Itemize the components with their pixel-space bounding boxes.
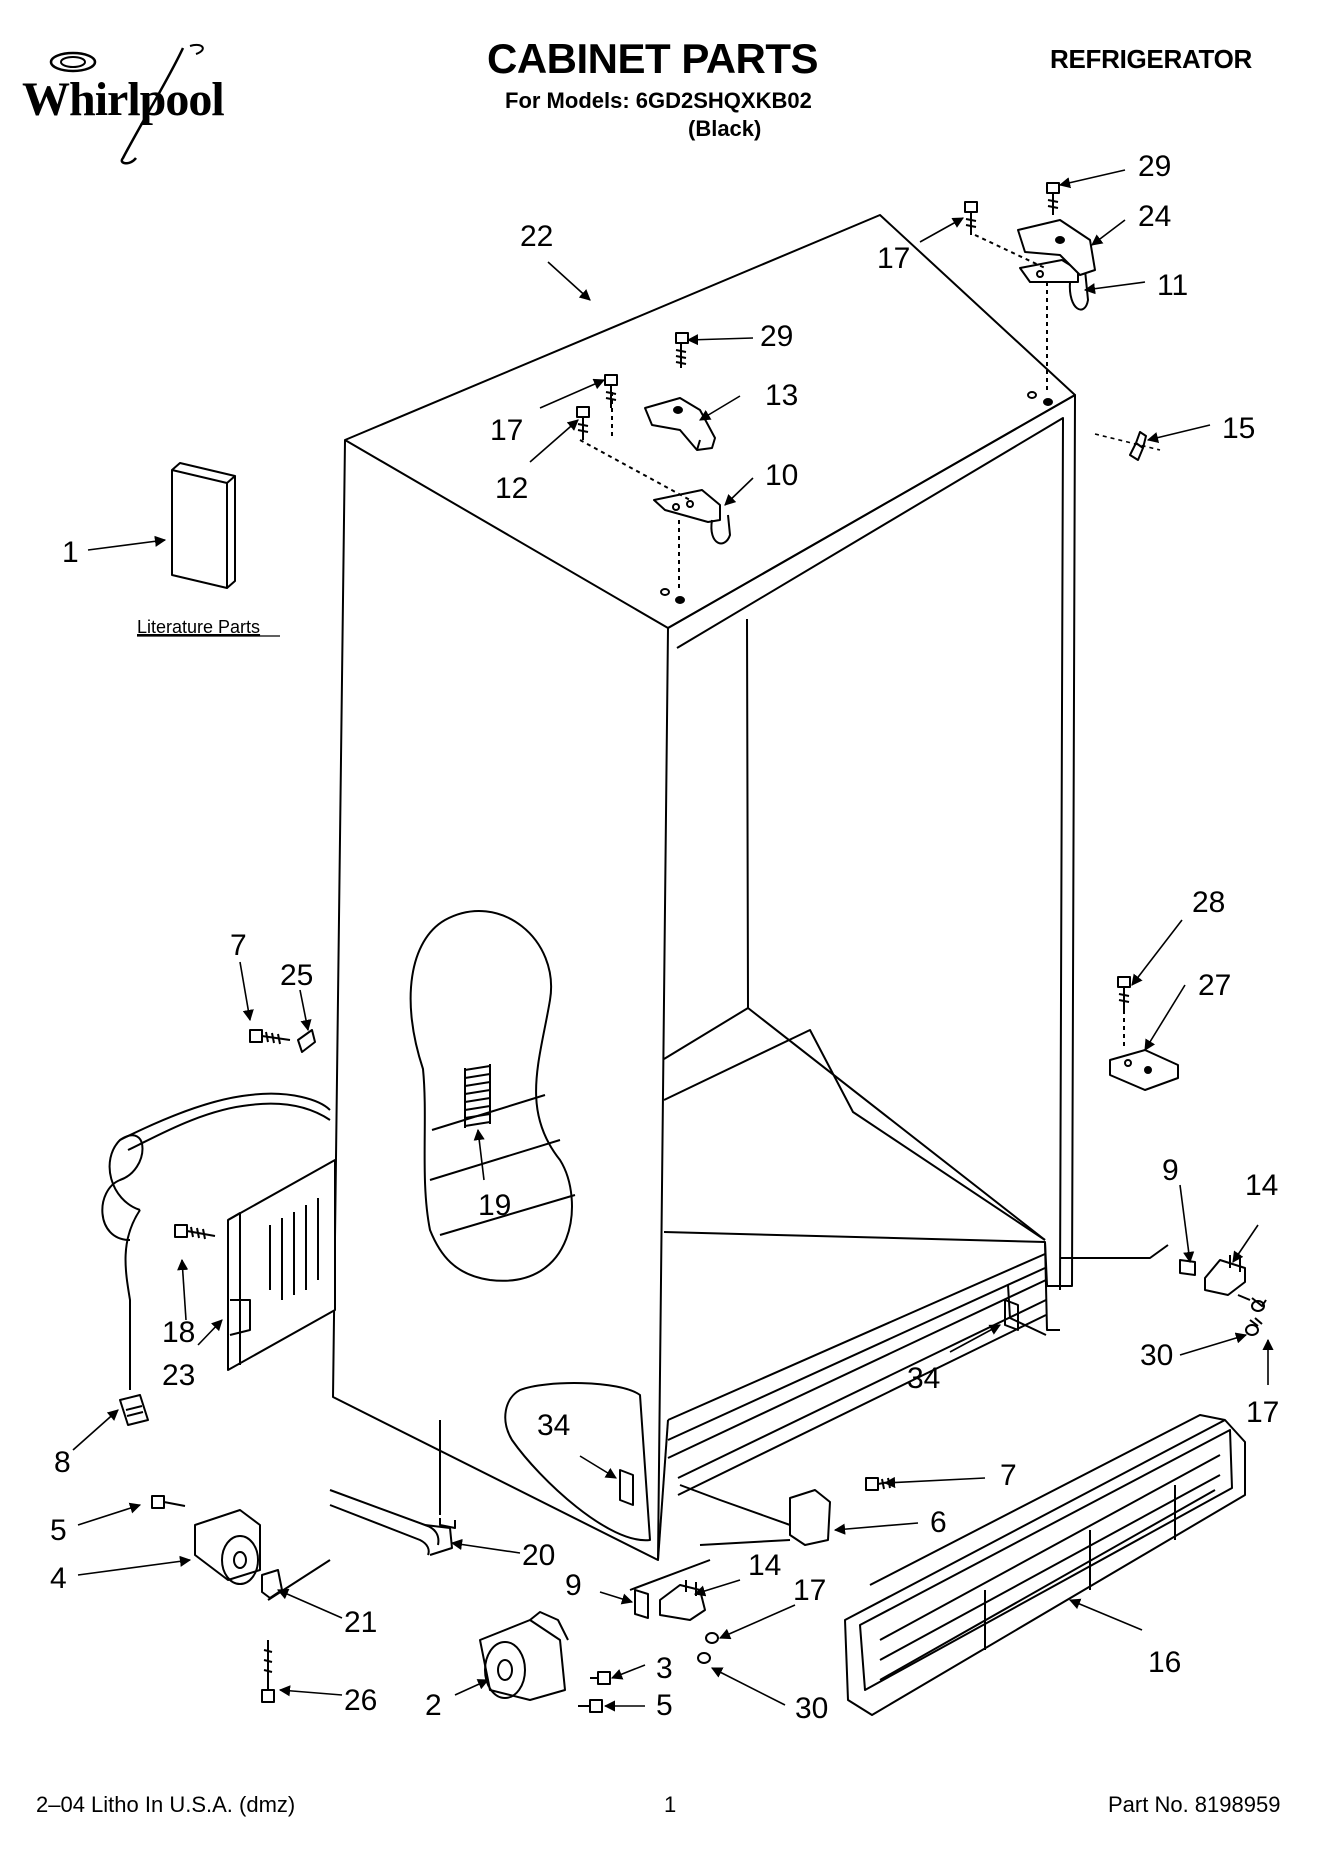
screw-28 [1117,976,1131,1050]
screw-18 [174,1224,216,1240]
footer-print-info: 2–04 Litho In U.S.A. (dmz) [36,1792,296,1817]
callout-5: 5 [656,1689,673,1722]
callout-9: 9 [565,1569,582,1602]
screw-3 [590,1671,611,1685]
callout-18: 18 [162,1316,195,1349]
bracket-27 [1109,1049,1179,1091]
callout-21: 21 [344,1606,377,1639]
callout-17: 17 [877,242,910,275]
callout-17: 17 [1246,1396,1279,1429]
screw-top-17a [604,374,618,408]
base-grille [844,1414,1246,1716]
footer-part-number: Part No. 8198959 [1108,1792,1281,1817]
hinge-top-right [974,234,1089,390]
hinge-cover-top-right [1017,219,1096,276]
power-cord [101,1092,331,1426]
screw-5b [578,1699,603,1713]
callout-11: 11 [1157,269,1188,302]
callout-15: 15 [1222,412,1255,445]
hinge-bottom-center [629,1559,719,1664]
callout-9: 9 [1162,1154,1179,1187]
callout-25: 25 [280,959,313,992]
hinge-bottom-right [1060,1244,1267,1336]
callout-3: 3 [656,1652,673,1685]
literature-booklet-icon [171,462,236,589]
callout-23: 23 [162,1359,195,1392]
callout-34: 34 [907,1362,940,1395]
clip-6 [679,1484,831,1546]
callout-6: 6 [930,1506,947,1539]
roller-assembly-left [151,1495,261,1585]
screw-top-12 [576,406,590,440]
callout-20: 20 [522,1539,555,1572]
page-title: CABINET PARTS [487,35,819,82]
callout-10: 10 [765,459,798,492]
callout-7: 7 [1000,1459,1017,1492]
screw-top-29b [1046,182,1060,215]
electrical-box [227,1159,336,1371]
callout-29: 29 [1138,150,1171,183]
coil-19 [464,1064,491,1128]
clip-21 [261,1559,331,1601]
callout-14: 14 [1245,1169,1278,1202]
callout-28: 28 [1192,886,1225,919]
callout-34: 34 [537,1409,570,1442]
category-label: REFRIGERATOR [1050,44,1253,74]
callout-22: 22 [520,220,553,253]
bracket-25 [297,1029,316,1053]
hinge-cover-top-left [644,397,716,451]
callout-30: 30 [1140,1339,1173,1372]
callout-29: 29 [760,320,793,353]
callout-30: 30 [795,1692,828,1725]
brand-name: Whirlpool [22,73,225,126]
screw-7a [249,1029,291,1045]
callout-numbers: 1 22 29 13 17 12 10 29 24 17 11 15 28 27… [50,150,1279,1725]
callout-16: 16 [1148,1646,1181,1679]
callout-5: 5 [50,1514,67,1547]
callout-14: 14 [748,1549,781,1582]
callout-27: 27 [1198,969,1231,1002]
screw-top-29a [675,332,689,368]
callout-8: 8 [54,1446,71,1479]
callout-12: 12 [495,472,528,505]
color-line: (Black) [688,116,762,141]
cabinet-shell [332,214,1076,1561]
screw-7b [865,1477,896,1491]
models-line: For Models: 6GD2SHQXKB02 [505,88,812,113]
drain-tube [329,1420,456,1556]
callout-4: 4 [50,1562,67,1595]
logo-swirl-icon [49,44,204,165]
callout-leaders [72,169,1274,1712]
screw-26 [261,1640,275,1703]
screw-top-17b [964,201,978,235]
callout-24: 24 [1138,200,1171,233]
pin-15 [1129,431,1147,461]
callout-13: 13 [765,379,798,412]
footer-page-number: 1 [664,1792,677,1817]
callout-1: 1 [62,536,79,569]
literature-parts-label: Literature Parts [137,617,260,637]
callout-17: 17 [793,1574,826,1607]
callout-2: 2 [425,1689,442,1722]
callout-26: 26 [344,1684,377,1717]
bracket-34b [619,1469,634,1506]
callout-17: 17 [490,414,523,447]
roller-assembly-center [479,1611,569,1701]
bracket-34a [1004,1299,1019,1331]
callout-7: 7 [230,929,247,962]
callout-19: 19 [478,1189,511,1222]
